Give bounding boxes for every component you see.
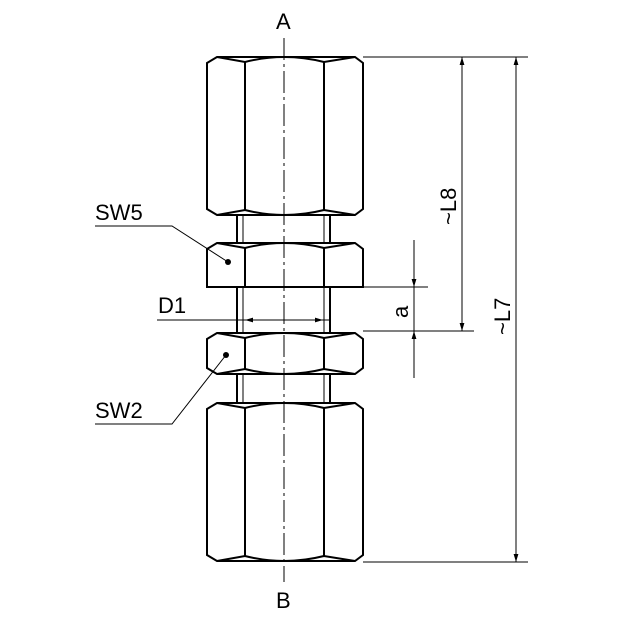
label-a-end: A xyxy=(276,9,291,34)
upper-body-hex xyxy=(206,56,364,216)
label-b-end: B xyxy=(276,588,291,613)
lower-body-hex xyxy=(206,402,364,562)
label-gap-a: a xyxy=(388,305,413,318)
label-sw5: SW5 xyxy=(95,200,143,225)
leader-sw5 xyxy=(95,225,229,263)
leader-sw2 xyxy=(95,354,227,425)
extension-lines xyxy=(363,56,528,563)
label-sw2: SW2 xyxy=(95,398,143,423)
label-l7: ~L7 xyxy=(490,298,515,335)
leader-dot-sw2 xyxy=(223,352,229,358)
leader-dot-sw5 xyxy=(225,259,231,265)
label-d1: D1 xyxy=(158,293,186,318)
pipe xyxy=(236,215,331,403)
lower-nut-sw2 xyxy=(206,332,364,375)
label-l8: ~L8 xyxy=(436,188,461,225)
upper-nut-sw5 xyxy=(206,242,364,288)
